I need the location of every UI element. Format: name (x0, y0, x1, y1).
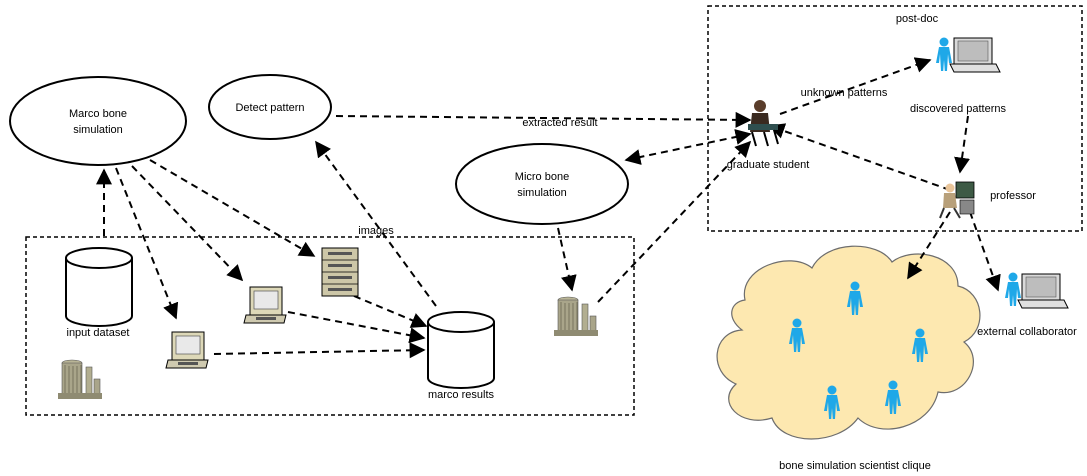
marco-bone-simulation-label-line1: Marco bone (69, 108, 127, 120)
extracted-result-edge-label: extracted result (522, 117, 597, 129)
compute-group-box (25, 236, 635, 416)
discovered-patterns-edge-label: discovered patterns (910, 103, 1006, 115)
unknown-patterns-edge-label: unknown patterns (801, 87, 888, 99)
marco-results-label: marco results (428, 389, 495, 401)
professor-label: professor (990, 190, 1036, 202)
supercomputer-icon (553, 296, 599, 337)
marco-results-database-icon (427, 311, 495, 389)
detect-pattern-node (208, 74, 332, 140)
computer-icon (243, 286, 287, 324)
computer-icon (165, 331, 209, 369)
marco-bone-simulation-label-line2: simulation (73, 124, 123, 136)
professor-workstation-icon (939, 181, 975, 219)
server-rack-icon (321, 247, 359, 297)
graduate-student-workstation-icon (748, 100, 779, 147)
person-icon (936, 37, 952, 71)
marco-bone-simulation-node (9, 76, 187, 166)
input-dataset-label: input dataset (67, 327, 130, 339)
input-dataset-database-icon (65, 247, 133, 327)
detect-pattern-label: Detect pattern (235, 102, 304, 114)
supercomputer-icon (57, 359, 103, 400)
team-group-box (707, 5, 1083, 232)
post-doc-label: post-doc (896, 13, 939, 25)
scientist-clique-label: bone simulation scientist clique (779, 460, 931, 472)
edges (96, 57, 1001, 359)
graduate-student-label: graduate student (727, 159, 810, 171)
micro-bone-simulation-node (455, 143, 629, 225)
images-edge-label: images (358, 225, 394, 237)
laptop-icon (949, 37, 1001, 73)
external-collaborator-label: external collaborator (977, 326, 1077, 338)
laptop-icon (1017, 273, 1069, 309)
micro-bone-simulation-label-line2: simulation (517, 187, 567, 199)
scientist-clique-cloud (716, 245, 981, 440)
micro-bone-simulation-label-line1: Micro bone (515, 171, 569, 183)
